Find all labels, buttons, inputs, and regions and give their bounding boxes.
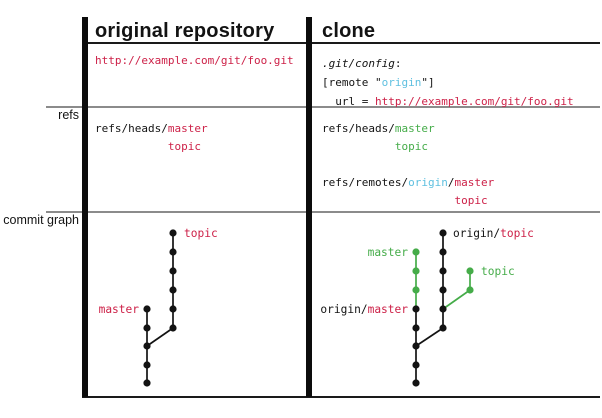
text-segment: origin xyxy=(408,176,448,189)
text-line: topic xyxy=(322,192,494,210)
commit-node xyxy=(439,248,447,256)
text-segment: : xyxy=(394,57,402,70)
text-segment: master xyxy=(167,122,208,135)
text-line: topic xyxy=(322,138,494,156)
commit-edge xyxy=(415,327,444,347)
header-underline xyxy=(82,42,600,44)
branch-label: topic xyxy=(481,265,515,278)
text-segment: url = xyxy=(322,95,375,108)
text-segment: [remote " xyxy=(322,76,382,89)
text-segment: topic xyxy=(454,194,488,207)
text-segment xyxy=(322,140,395,153)
text-line: http://example.com/git/foo.git xyxy=(95,52,294,70)
commit-node xyxy=(412,342,420,350)
commit-node xyxy=(466,267,474,275)
commit-edge xyxy=(146,327,174,347)
row-label-refs: refs xyxy=(58,108,79,122)
branch-label-segment: origin/ xyxy=(320,303,367,316)
text-line xyxy=(322,156,494,174)
branch-label: master xyxy=(368,246,409,259)
text-segment: refs/heads/ xyxy=(95,122,168,135)
text-segment: / xyxy=(447,176,455,189)
text-segment: "] xyxy=(421,76,435,89)
bottom-border xyxy=(82,396,600,398)
commit-node xyxy=(439,267,447,275)
commit-node xyxy=(169,324,177,332)
commit-node xyxy=(169,248,177,256)
text-segment: refs/heads/ xyxy=(322,122,395,135)
commit-node xyxy=(412,286,420,294)
branch-label-segment: master xyxy=(99,303,140,316)
text-segment: http://example.com/git/foo.git xyxy=(95,54,294,67)
text-line: .git/config: xyxy=(322,54,574,73)
commit-node xyxy=(412,361,420,369)
commit-node xyxy=(466,286,474,294)
branch-label: origin/master xyxy=(320,303,408,316)
commit-node xyxy=(169,267,177,275)
text-segment: .git/config xyxy=(322,57,395,70)
text-line: topic xyxy=(95,138,208,156)
branch-label-segment: topic xyxy=(184,227,218,240)
original-repository-header: original repository xyxy=(95,20,275,42)
branch-label-segment: master xyxy=(368,303,409,316)
commit-node xyxy=(169,305,177,313)
commit-node xyxy=(412,324,420,332)
commit-graph-row-divider xyxy=(46,211,600,213)
branch-label-segment: master xyxy=(368,246,409,259)
branch-label-segment: topic xyxy=(481,265,515,278)
commit-node xyxy=(412,379,420,387)
branch-label-segment: topic xyxy=(500,227,534,240)
commit-node xyxy=(169,229,177,237)
commit-node xyxy=(143,324,151,332)
text-segment xyxy=(322,158,329,171)
commit-edge xyxy=(442,289,471,310)
commit-node xyxy=(439,324,447,332)
branch-label: master xyxy=(99,303,140,316)
git-config-block: .git/config:[remote "origin"] url = http… xyxy=(322,54,574,111)
original-repo-url: http://example.com/git/foo.git xyxy=(95,52,294,70)
column-divider-clone xyxy=(306,17,312,397)
commit-node xyxy=(143,305,151,313)
branch-label: topic xyxy=(184,227,218,240)
commit-node xyxy=(143,361,151,369)
clone-header: clone xyxy=(322,20,376,42)
commit-node xyxy=(439,305,447,313)
branch-label: origin/topic xyxy=(453,227,534,240)
text-line: refs/heads/master xyxy=(95,120,208,138)
commit-node xyxy=(439,229,447,237)
text-segment: http://example.com/git/foo.git xyxy=(374,95,574,108)
text-line: [remote "origin"] xyxy=(322,73,574,92)
original-refs-list: refs/heads/master topic xyxy=(95,120,208,156)
text-segment: master xyxy=(394,122,435,135)
text-segment: topic xyxy=(167,140,201,153)
text-segment xyxy=(322,194,454,207)
text-segment: origin xyxy=(381,76,422,89)
column-divider-original xyxy=(82,17,88,397)
text-line: refs/remotes/origin/master xyxy=(322,174,494,192)
branch-label-segment: origin/ xyxy=(453,227,500,240)
commit-node xyxy=(169,286,177,294)
text-segment: topic xyxy=(394,140,428,153)
commit-node xyxy=(439,286,447,294)
text-line: refs/heads/master xyxy=(322,120,494,138)
refs-row-divider xyxy=(46,106,600,108)
text-segment: refs/remotes/ xyxy=(322,176,409,189)
text-line: url = http://example.com/git/foo.git xyxy=(322,92,574,111)
row-label-commit-graph: commit graph xyxy=(3,213,79,227)
text-segment: master xyxy=(454,176,495,189)
commit-node xyxy=(143,379,151,387)
text-segment xyxy=(95,140,168,153)
commit-node xyxy=(412,248,420,256)
commit-node xyxy=(143,342,151,350)
commit-node xyxy=(412,267,420,275)
clone-refs-list: refs/heads/master topic refs/remotes/ori… xyxy=(322,120,494,210)
commit-node xyxy=(412,305,420,313)
